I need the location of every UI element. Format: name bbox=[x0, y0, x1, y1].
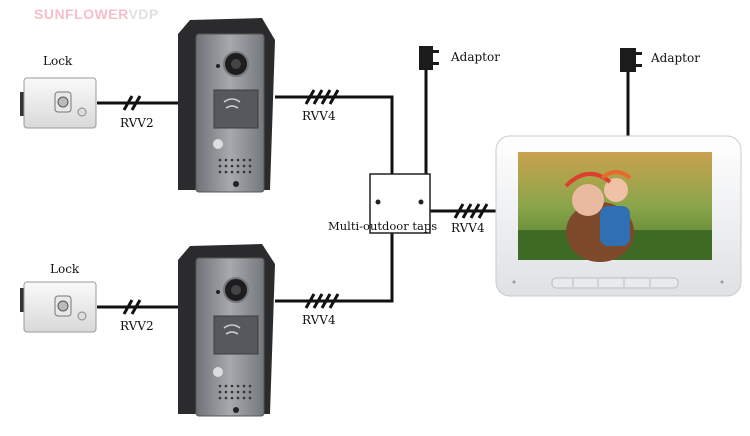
lock-label-top: Lock bbox=[43, 54, 73, 68]
hash-lock-bottom bbox=[122, 299, 142, 315]
hash-monitor bbox=[453, 203, 489, 219]
video-monitor-icon bbox=[495, 135, 742, 297]
watermark-suffix: VDP bbox=[128, 6, 159, 22]
door-lock-icon bbox=[20, 77, 97, 129]
cable-label-lock-top: RVV2 bbox=[120, 116, 154, 130]
wire-door-bottom bbox=[275, 233, 394, 303]
adaptor-label-left: Adaptor bbox=[451, 50, 500, 64]
brand-watermark: SUNFLOWERVDP bbox=[34, 6, 159, 22]
wire-door-top bbox=[275, 95, 394, 174]
door-lock-icon bbox=[20, 281, 97, 333]
taps-box bbox=[369, 173, 431, 234]
taps-label: Multi-outdoor taps bbox=[328, 219, 438, 233]
cable-hash-marks bbox=[122, 89, 489, 315]
hash-lock-top bbox=[122, 95, 142, 111]
watermark-brand: SUNFLOWER bbox=[34, 6, 129, 22]
cable-label-door-bottom: RVV4 bbox=[302, 313, 336, 327]
door-camera-icon bbox=[178, 18, 275, 193]
cable-label-lock-bottom: RVV2 bbox=[120, 319, 154, 333]
cable-label-monitor: RVV4 bbox=[451, 221, 485, 235]
hash-door-bottom bbox=[304, 293, 340, 309]
adaptor-label-right: Adaptor bbox=[651, 51, 700, 65]
cable-label-door-top: RVV4 bbox=[302, 109, 336, 123]
hash-door-top bbox=[304, 89, 340, 105]
lock-label-bottom: Lock bbox=[50, 262, 80, 276]
power-adaptor-icon bbox=[419, 46, 439, 70]
door-camera-icon bbox=[178, 244, 275, 417]
wires bbox=[97, 70, 630, 309]
power-adaptor-icon bbox=[620, 48, 642, 72]
